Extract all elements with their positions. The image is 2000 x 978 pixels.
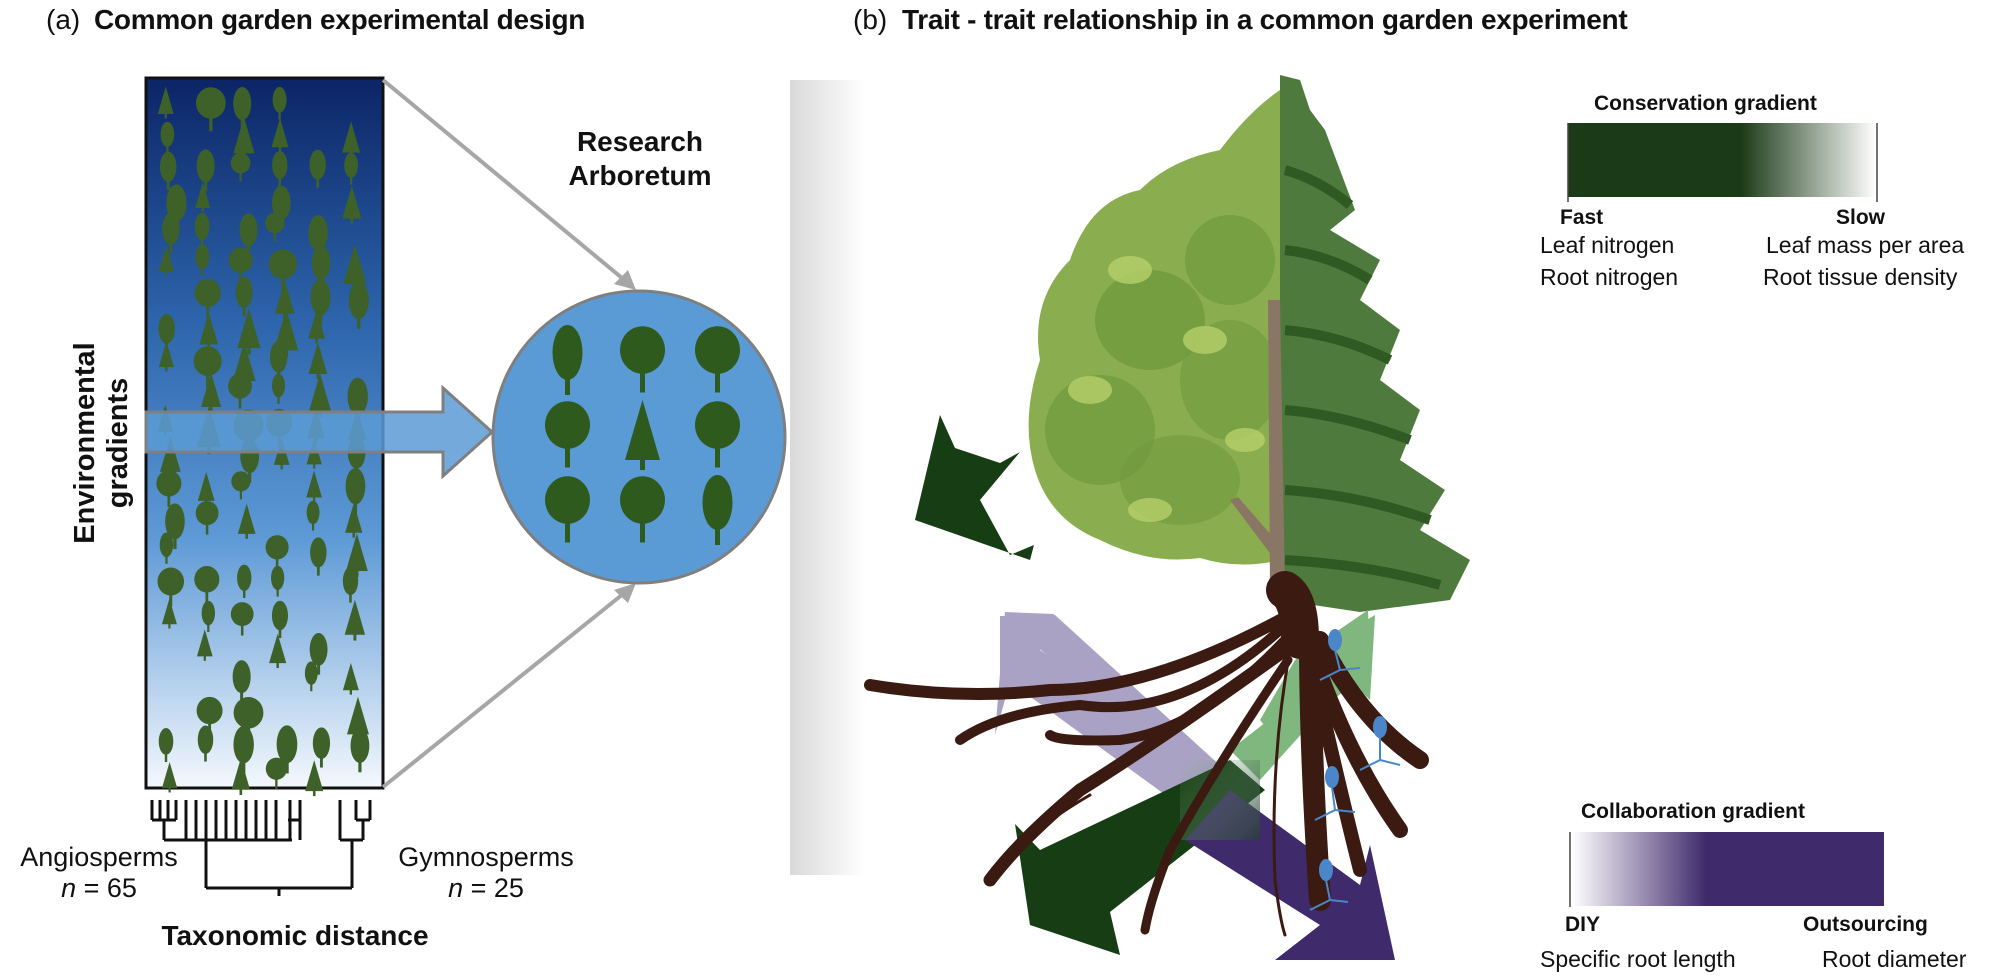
phylogeny-tree (150, 800, 372, 896)
angiosperms-n-value: = 65 (83, 873, 137, 903)
gymnosperms-name: Gymnosperms (398, 842, 574, 872)
arboretum-label-line2: Arboretum (568, 160, 712, 191)
panel-a-letter: (a) (46, 4, 81, 35)
gymnosperms-label: Gymnosperms n = 25 (386, 842, 586, 904)
gymnosperms-n-value: = 25 (470, 873, 524, 903)
mycorrhizal-hyphae (1309, 629, 1401, 911)
connector-bottom (381, 588, 630, 789)
conservation-gradient-bar (1568, 123, 1876, 197)
n-symbol: n (448, 873, 464, 903)
conservation-gradient-title: Conservation gradient (1594, 92, 1817, 115)
y-axis-label: Environmental gradients (69, 342, 134, 544)
trait-root-nitrogen: Root nitrogen (1540, 264, 1679, 290)
arrow-diy-shape (995, 612, 1230, 820)
trait-root-diameter: Root diameter (1822, 946, 1967, 972)
gymnosperms-count: n = 25 (386, 873, 586, 904)
conservation-slow-label: Slow (1836, 206, 1886, 229)
connector-top-head (614, 270, 636, 290)
trait-leaf-nitrogen: Leaf nitrogen (1540, 232, 1675, 258)
collaboration-diy-label: DIY (1565, 913, 1601, 936)
arrow-fast-leaf (915, 415, 1034, 560)
collaboration-outsourcing-label: Outsourcing (1803, 913, 1928, 936)
trait-specific-root-length: Specific root length (1540, 946, 1736, 972)
arboretum-label-line1: Research (576, 126, 704, 157)
angiosperms-name: Angiosperms (20, 842, 178, 872)
conservation-fast-label: Fast (1560, 206, 1604, 229)
connector-bottom-head (614, 583, 636, 603)
panel-b-letter: (b) (853, 4, 888, 35)
trait-leaf-mass-per-area: Leaf mass per area (1766, 232, 1965, 258)
panel-a-title: Common garden experimental design (94, 4, 586, 35)
collaboration-gradient-bar (1572, 832, 1884, 906)
connector-top (381, 78, 630, 285)
x-axis-label: Taxonomic distance (161, 920, 429, 951)
deciduous-crown (1028, 90, 1280, 565)
angiosperms-count: n = 65 (4, 873, 194, 904)
n-symbol: n (61, 873, 77, 903)
tree-trunk (1268, 300, 1285, 590)
panel-divider-band (790, 80, 865, 875)
sampling-arrow (144, 384, 495, 480)
root-system (864, 571, 1429, 937)
arboretum-trees (545, 325, 740, 545)
tree-branch (1230, 497, 1280, 560)
panel-b-title: Trait - trait relationship in a common g… (902, 4, 1628, 35)
conifer-crown (1280, 75, 1470, 612)
angiosperms-label: Angiosperms n = 65 (4, 842, 194, 904)
trait-root-tissue-density: Root tissue density (1763, 264, 1958, 290)
collaboration-gradient-title: Collaboration gradient (1581, 800, 1806, 823)
